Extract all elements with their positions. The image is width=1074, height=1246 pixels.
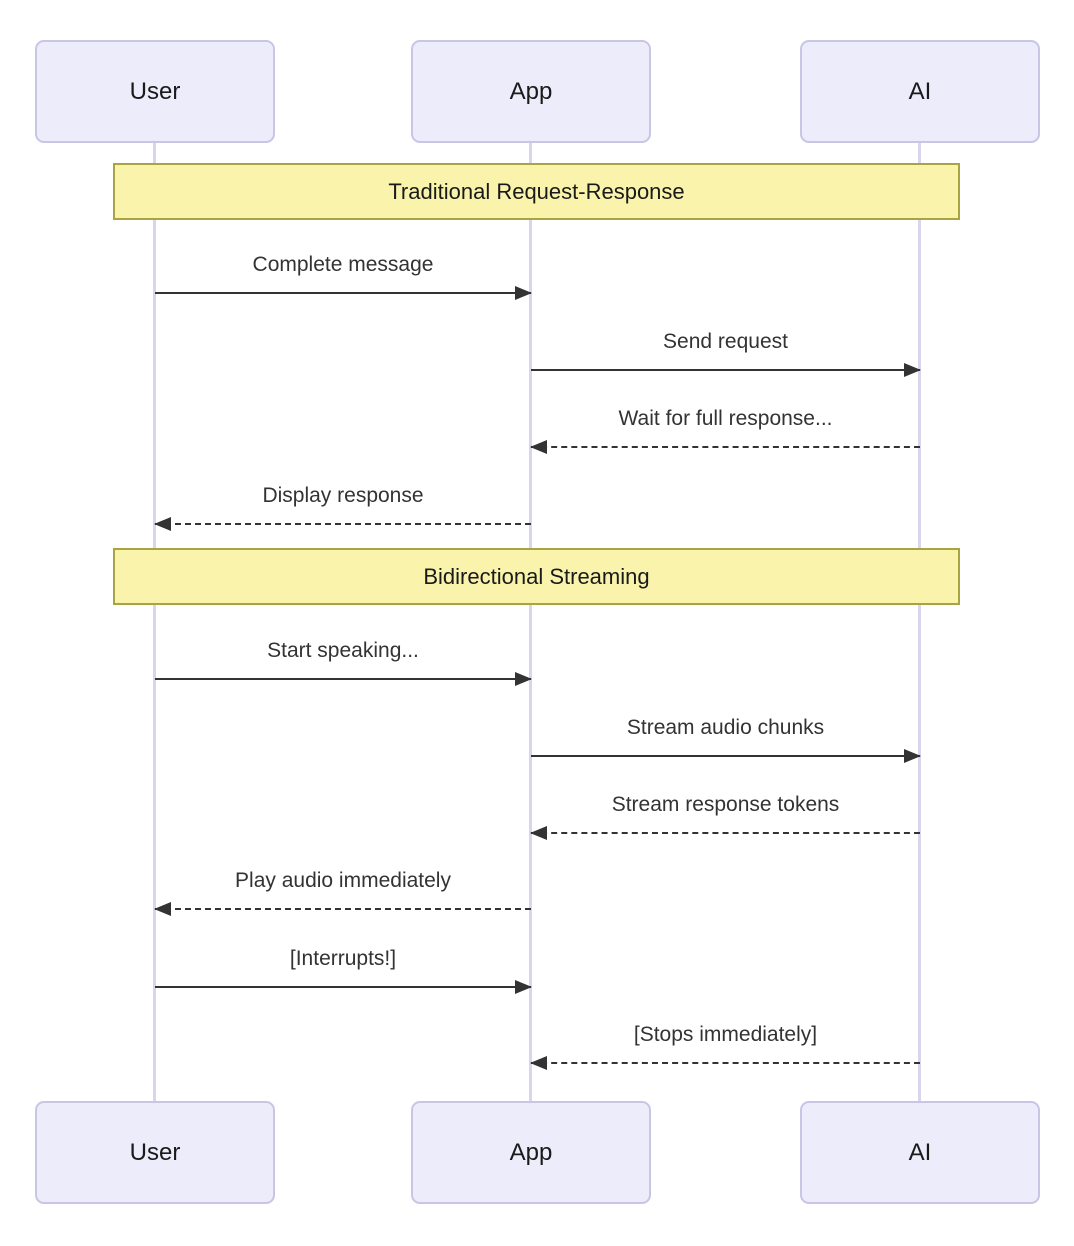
actor-box-app-top: App: [411, 40, 651, 143]
message-label: Stream audio chunks: [626, 716, 825, 739]
lifeline-app: [529, 143, 532, 1102]
message-stream-response-tokens: Stream response tokens: [530, 792, 920, 840]
message-label: Play audio immediately: [235, 869, 451, 892]
actor-label-ai: AI: [908, 1138, 932, 1166]
message-stream-audio-chunks: Stream audio chunks: [531, 715, 921, 763]
lifeline-ai: [918, 143, 921, 1102]
arrowhead-left-icon: [530, 1056, 547, 1070]
message-arrow-line: [530, 826, 920, 840]
message-arrow-line: [531, 749, 921, 763]
message-start-speaking: Start speaking...: [155, 638, 532, 686]
message-interrupts: [Interrupts!]: [155, 946, 532, 994]
actor-label-app: App: [509, 77, 553, 105]
message-arrow-line: [155, 980, 532, 994]
message-label: Stream response tokens: [611, 793, 840, 816]
arrowhead-left-icon: [154, 517, 171, 531]
message-arrow-line: [155, 286, 532, 300]
section-title: Traditional Request-Response: [388, 178, 685, 204]
arrowhead-right-icon: [904, 749, 921, 763]
actor-box-ai-top: AI: [800, 40, 1040, 143]
actor-label-app: App: [509, 1138, 553, 1166]
message-label: Complete message: [252, 253, 434, 276]
message-arrow-line: [154, 902, 531, 916]
section-title: Bidirectional Streaming: [423, 563, 650, 589]
arrowhead-right-icon: [515, 672, 532, 686]
message-label: Wait for full response...: [618, 407, 833, 430]
actor-box-user-top: User: [35, 40, 275, 143]
arrowhead-left-icon: [530, 826, 547, 840]
arrowhead-right-icon: [515, 286, 532, 300]
message-arrow-line: [154, 517, 531, 531]
message-arrow-line: [530, 440, 920, 454]
arrowhead-left-icon: [154, 902, 171, 916]
actor-box-ai-bottom: AI: [800, 1101, 1040, 1204]
message-label: Display response: [262, 484, 424, 507]
actor-box-app-bottom: App: [411, 1101, 651, 1204]
message-label: Start speaking...: [267, 639, 419, 662]
section-banner-traditional: Traditional Request-Response: [113, 163, 960, 220]
actor-label-user: User: [129, 1138, 181, 1166]
message-complete-message: Complete message: [155, 252, 532, 300]
message-label: [Interrupts!]: [289, 947, 397, 970]
message-wait-for-full-response: Wait for full response...: [530, 406, 920, 454]
message-play-audio-immediately: Play audio immediately: [154, 868, 531, 916]
actor-label-user: User: [129, 77, 181, 105]
message-label: Send request: [663, 330, 788, 353]
message-arrow-line: [155, 672, 532, 686]
arrowhead-right-icon: [904, 363, 921, 377]
arrowhead-right-icon: [515, 980, 532, 994]
message-send-request: Send request: [531, 329, 921, 377]
actor-box-user-bottom: User: [35, 1101, 275, 1204]
message-display-response: Display response: [154, 483, 531, 531]
actor-label-ai: AI: [908, 77, 932, 105]
message-arrow-line: [531, 363, 921, 377]
message-arrow-line: [530, 1056, 920, 1070]
section-banner-bidirectional: Bidirectional Streaming: [113, 548, 960, 605]
arrowhead-left-icon: [530, 440, 547, 454]
lifeline-user: [153, 143, 156, 1102]
message-stops-immediately: [Stops immediately]: [530, 1022, 920, 1070]
message-label: [Stops immediately]: [633, 1023, 818, 1046]
